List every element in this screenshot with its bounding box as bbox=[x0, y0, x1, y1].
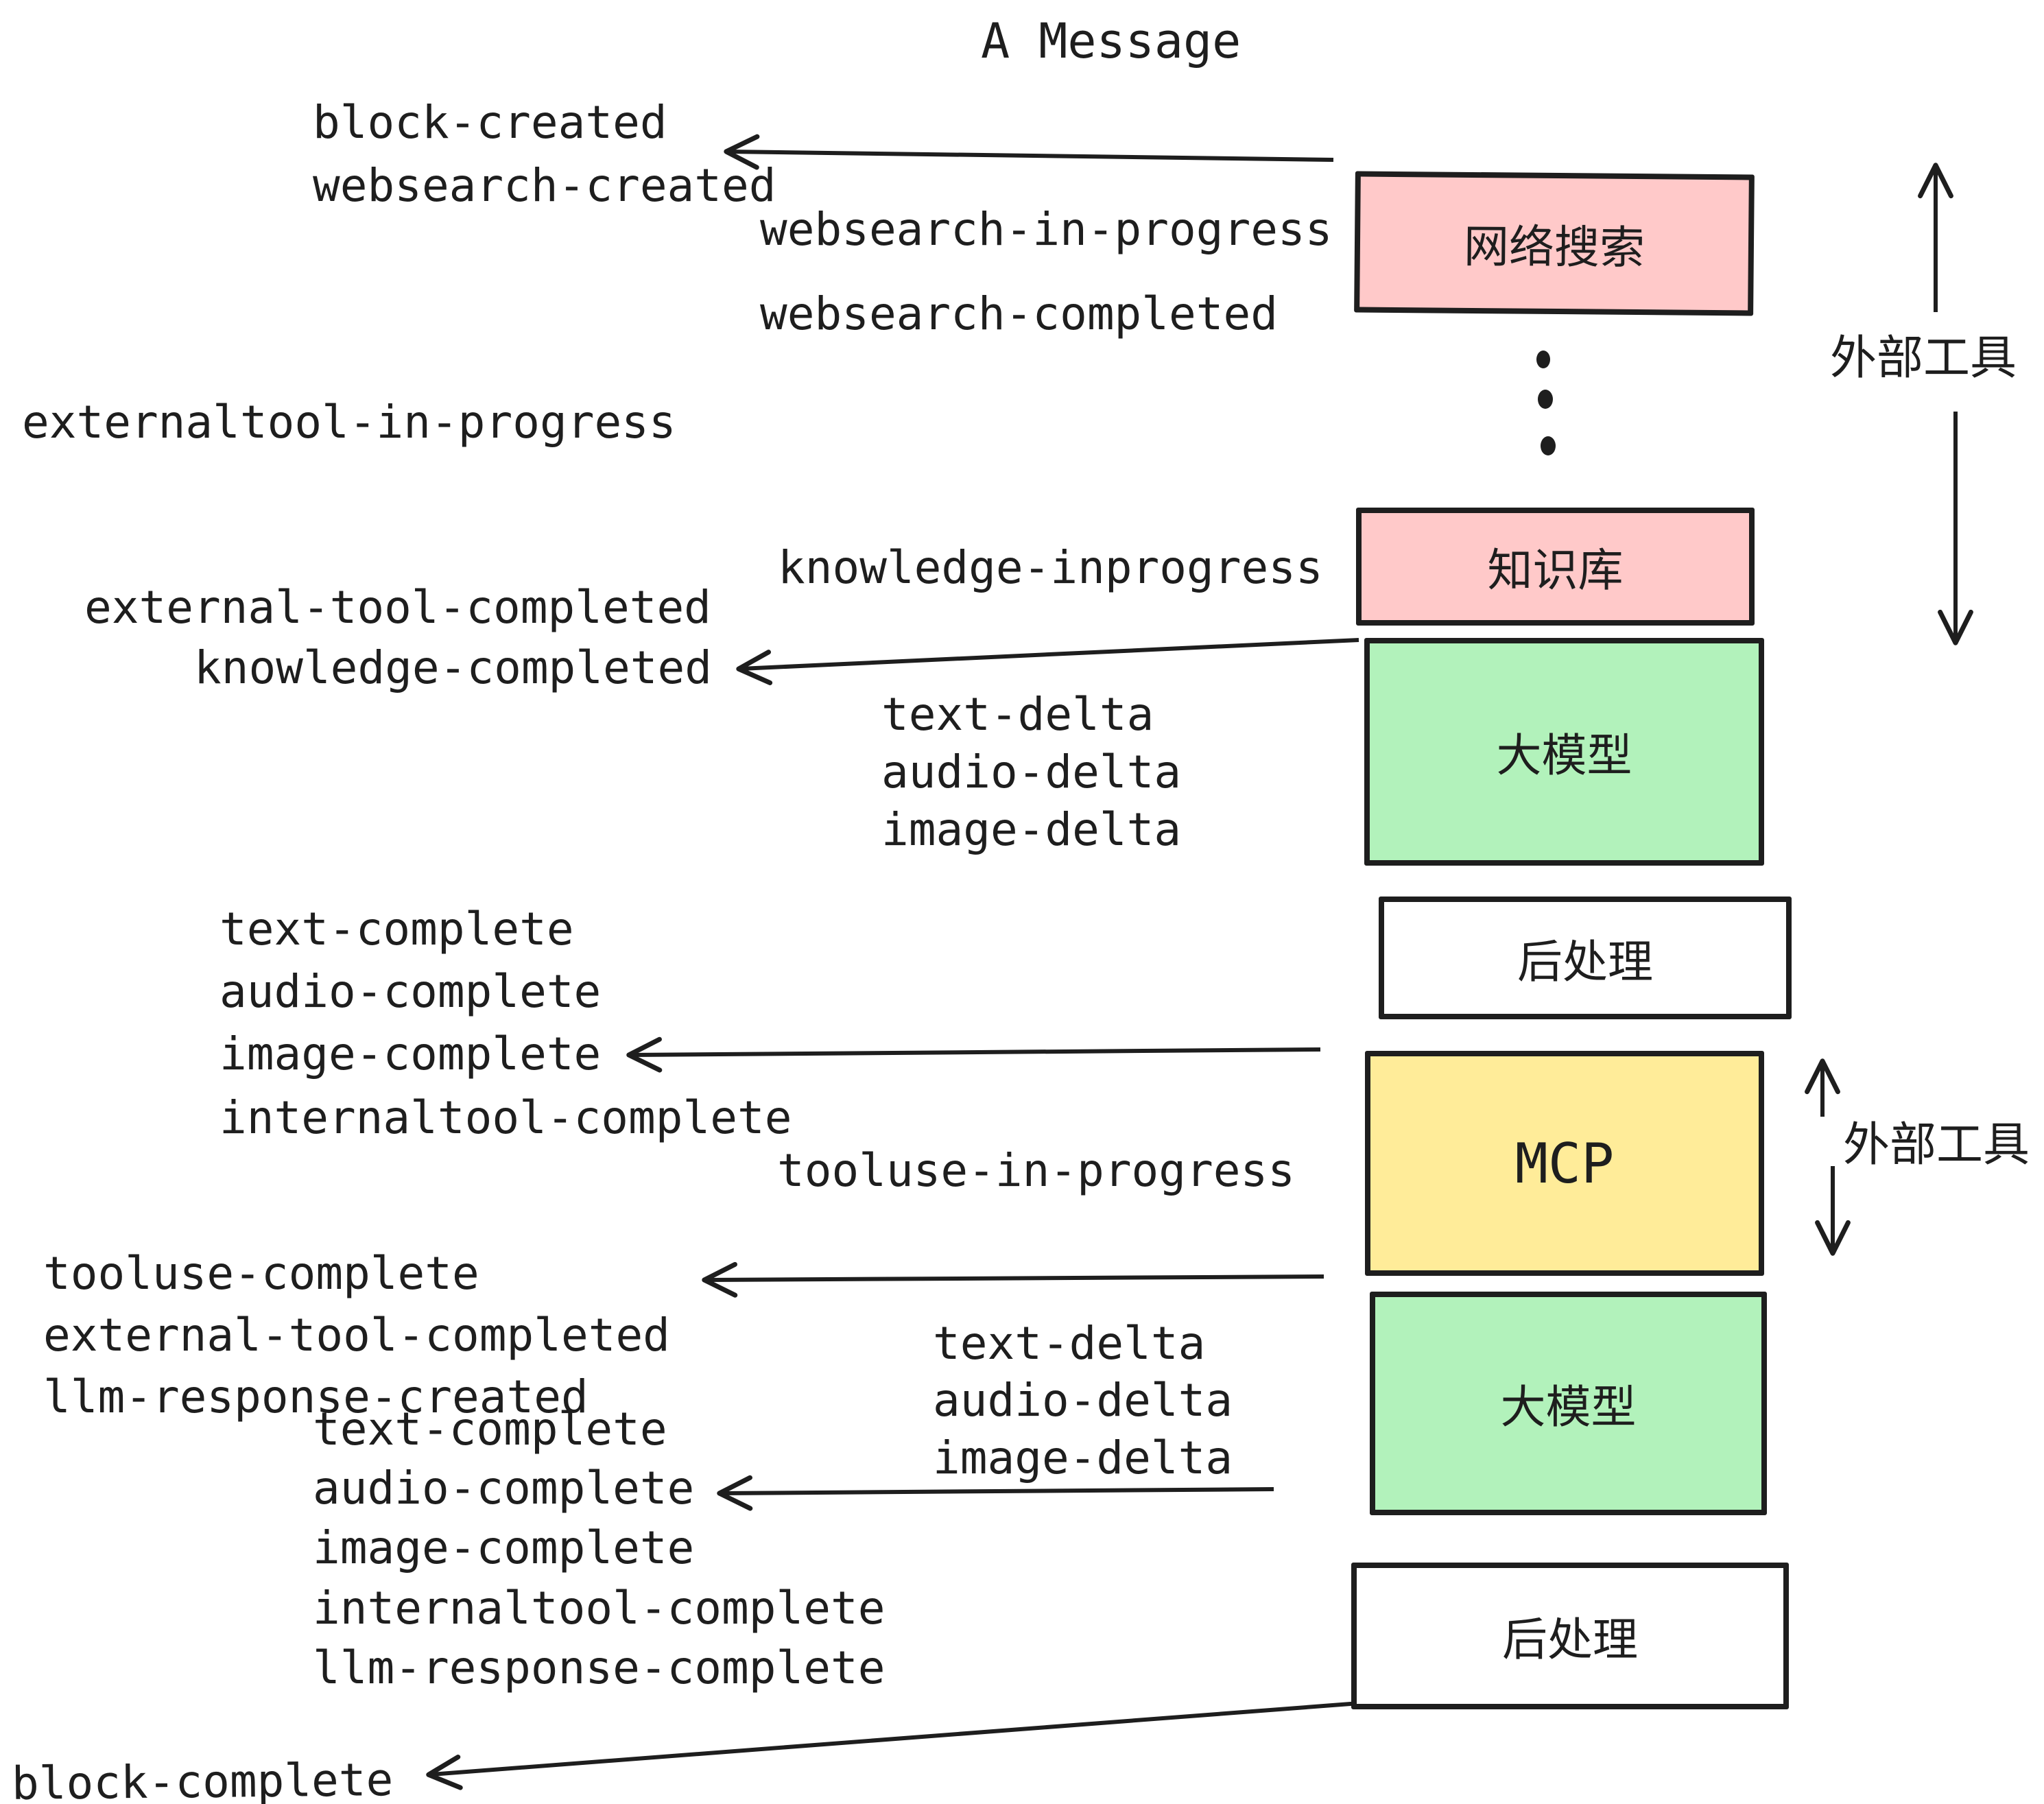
event-image-delta-1: image-delta bbox=[881, 803, 1182, 856]
box-post-process-1: 后处理 bbox=[1379, 897, 1792, 1019]
arrow-to-block-created bbox=[724, 134, 1334, 170]
event-externaltool-in-progress: externaltool-in-progress bbox=[22, 396, 676, 449]
event-tooluse-in-progress: tooluse-in-progress bbox=[777, 1144, 1295, 1197]
event-text-complete-1: text-complete bbox=[219, 903, 574, 956]
event-audio-complete-2: audio-complete bbox=[313, 1462, 695, 1515]
box-web-search: 网络搜索 bbox=[1354, 171, 1755, 316]
event-block-complete: block-complete bbox=[11, 1753, 394, 1804]
arrow-to-knowledge-completed bbox=[736, 638, 1359, 685]
arrow-to-image-complete bbox=[626, 1036, 1321, 1073]
box-post-process-2: 后处理 bbox=[1351, 1563, 1789, 1709]
event-block-created: block-created bbox=[313, 96, 667, 149]
arrow-to-audio-complete bbox=[717, 1475, 1274, 1511]
event-internaltool-complete-1: internaltool-complete bbox=[219, 1091, 792, 1144]
box-post-process-1-label: 后处理 bbox=[1517, 936, 1653, 987]
event-tooluse-complete: tooluse-complete bbox=[43, 1247, 479, 1300]
event-image-complete-2: image-complete bbox=[313, 1521, 695, 1574]
event-image-delta-2: image-delta bbox=[933, 1432, 1233, 1484]
box-mcp: MCP bbox=[1365, 1051, 1764, 1276]
box-llm-2: 大模型 bbox=[1370, 1292, 1767, 1515]
arrow-to-block-complete bbox=[426, 1701, 1360, 1790]
box-llm-1-label: 大模型 bbox=[1496, 730, 1632, 781]
box-mcp-label: MCP bbox=[1514, 1131, 1615, 1196]
arrow-to-tooluse-complete bbox=[702, 1261, 1324, 1298]
event-websearch-completed: websearch-completed bbox=[760, 287, 1278, 340]
event-websearch-in-progress: websearch-in-progress bbox=[760, 203, 1333, 256]
event-image-complete-1: image-complete bbox=[219, 1028, 602, 1080]
ellipsis-dots bbox=[1536, 351, 1556, 455]
box-web-search-label: 网络搜索 bbox=[1463, 220, 1645, 274]
diagram-title: A Message bbox=[981, 13, 1241, 69]
event-external-tool-completed-2: external-tool-completed bbox=[43, 1309, 670, 1362]
event-websearch-created: websearch-created bbox=[313, 159, 776, 212]
event-knowledge-inprogress: knowledge-inprogress bbox=[778, 541, 1323, 594]
external-tools-label-2: 外部工具 bbox=[1843, 1119, 2030, 1171]
event-text-delta-1: text-delta bbox=[881, 688, 1154, 741]
box-llm-1: 大模型 bbox=[1364, 638, 1764, 866]
external-tools-label-1: 外部工具 bbox=[1830, 332, 2017, 384]
event-text-delta-2: text-delta bbox=[933, 1317, 1206, 1370]
box-knowledge-base-label: 知识库 bbox=[1487, 545, 1624, 595]
event-audio-delta-2: audio-delta bbox=[933, 1374, 1233, 1427]
box-post-process-2-label: 后处理 bbox=[1502, 1614, 1638, 1665]
event-audio-delta-1: audio-delta bbox=[881, 746, 1182, 798]
event-text-complete-2: text-complete bbox=[313, 1403, 667, 1456]
event-llm-response-created: llm-response-created bbox=[43, 1370, 589, 1423]
event-llm-response-complete: llm-response-complete bbox=[313, 1641, 886, 1694]
event-internaltool-complete-2: internaltool-complete bbox=[313, 1582, 886, 1635]
box-knowledge-base: 知识库 bbox=[1356, 508, 1755, 626]
event-audio-complete-1: audio-complete bbox=[219, 965, 602, 1018]
event-external-tool-completed-1: external-tool-completed bbox=[84, 581, 711, 634]
box-llm-2-label: 大模型 bbox=[1500, 1381, 1637, 1432]
event-knowledge-completed: knowledge-completed bbox=[194, 641, 712, 694]
